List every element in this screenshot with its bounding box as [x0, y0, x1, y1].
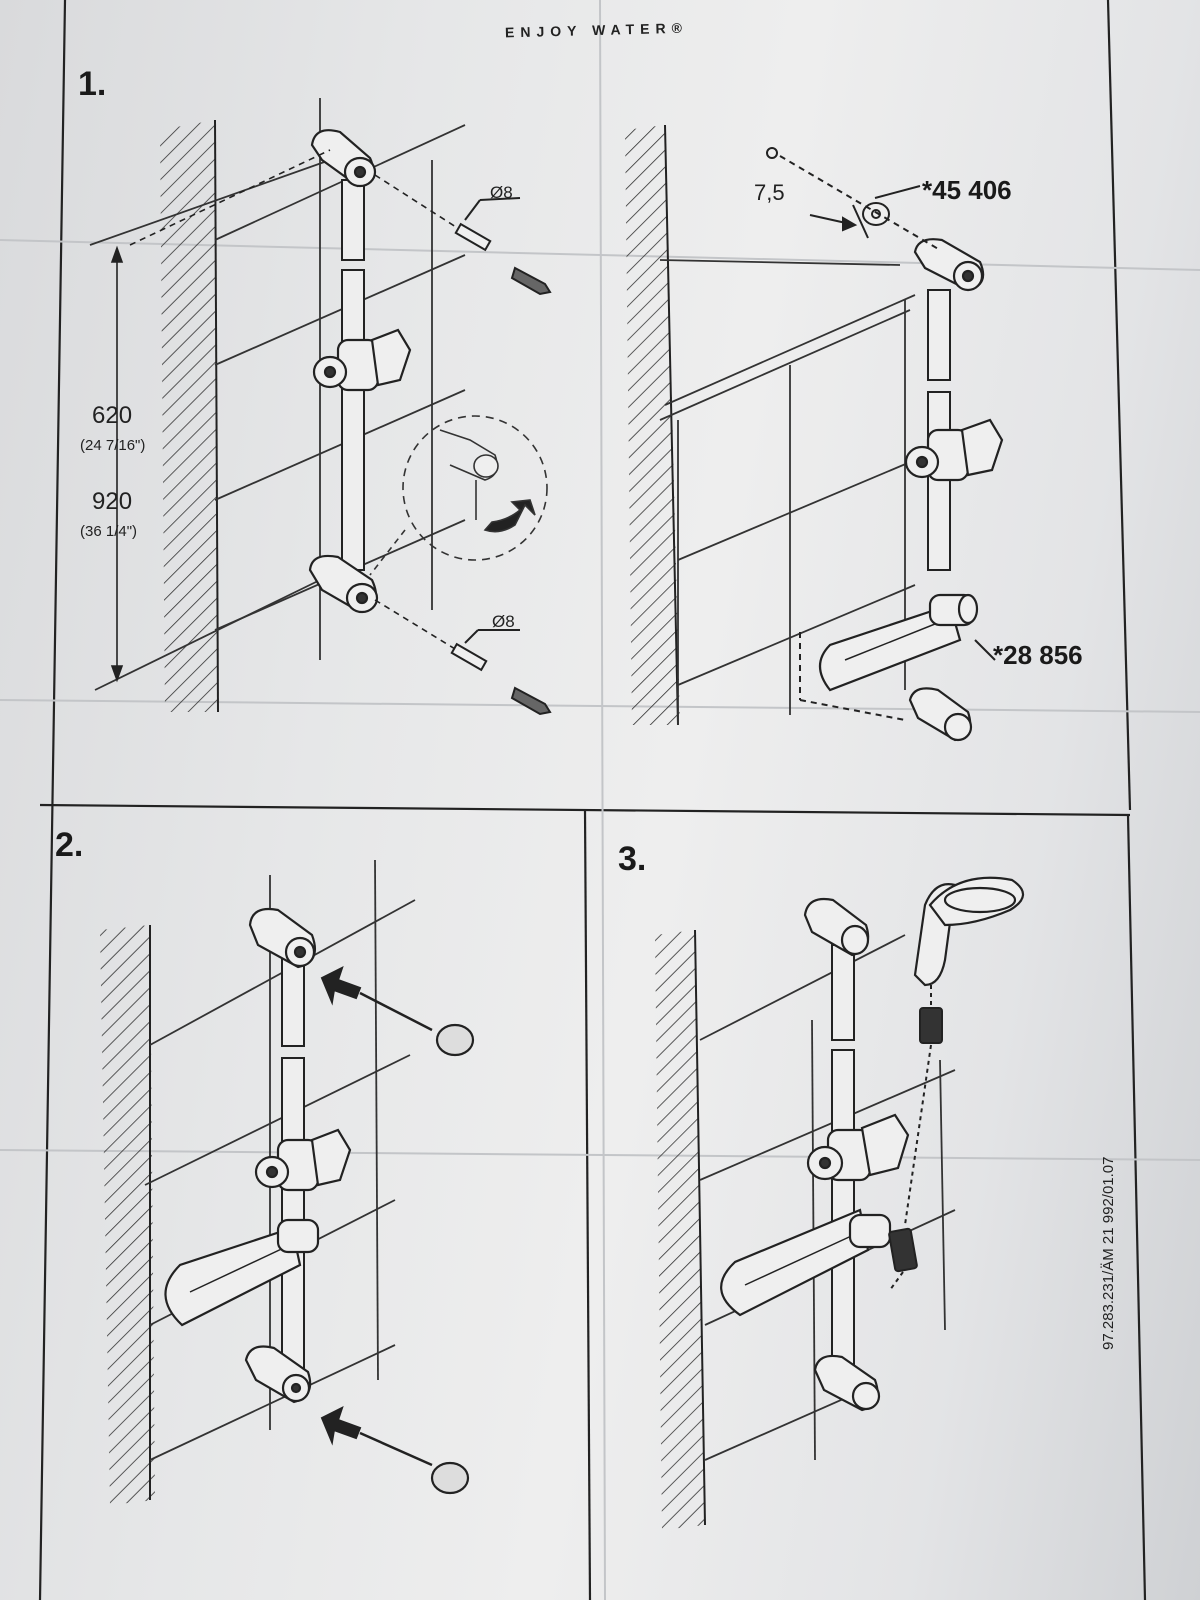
- panel1-right-drawing: [625, 124, 1004, 742]
- drill-diameter-top: Ø8: [490, 183, 513, 202]
- dimension-620: 620: [92, 402, 133, 429]
- step-label-1: 1.: [78, 65, 107, 103]
- part-number-28856: *28 856: [993, 640, 1083, 670]
- dimension-620-inch: (24 7/16"): [80, 437, 146, 454]
- step-label-2: 2.: [55, 826, 84, 864]
- panel3-drawing: [655, 876, 1025, 1530]
- dimension-920-inch: (36 1/4"): [80, 523, 138, 540]
- dimension-920: 920: [92, 488, 133, 515]
- document-reference: 97.283.231/ÄM 21 992/01.07: [1100, 1156, 1117, 1351]
- offset-dimension: 7,5: [754, 180, 785, 205]
- step-label-3: 3.: [618, 840, 647, 878]
- part-number-45406: *45 406: [922, 175, 1012, 205]
- panel1-left-drawing: [89, 98, 552, 716]
- panel2-drawing: [100, 859, 475, 1505]
- panel-frame: [38, 0, 1147, 1600]
- drill-diameter-bottom: Ø8: [492, 612, 515, 631]
